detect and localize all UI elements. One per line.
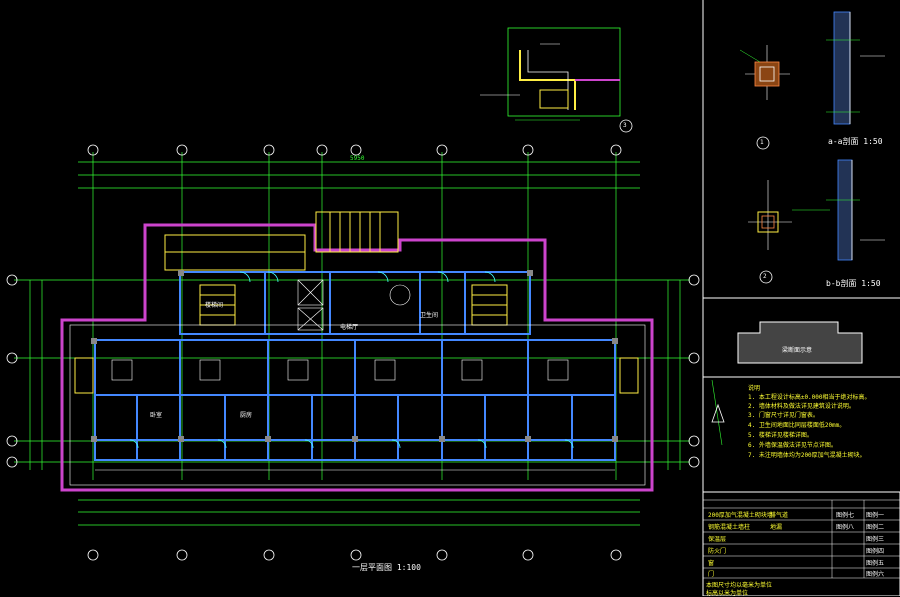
section-a-title: a-a剖面 1:50 bbox=[828, 137, 883, 146]
note-line: 6. 外墙保温做法详见节点详图。 bbox=[748, 442, 837, 449]
notes-block bbox=[711, 379, 725, 446]
room-label-bedroom: 卧室 bbox=[150, 412, 163, 419]
detail-3-drawing bbox=[480, 27, 633, 133]
legend-desc: 窗 bbox=[708, 560, 715, 567]
legend-desc: 保温层 bbox=[708, 536, 727, 543]
note-line: 4. 卫生间地面比同层楼面低20mm。 bbox=[748, 422, 846, 429]
legend-code: 图例七 bbox=[836, 512, 855, 519]
plan-scale-text: 1:100 bbox=[396, 563, 421, 572]
legend-footer: 标高以米为单位 bbox=[706, 590, 749, 597]
legend-code: 图例四 bbox=[866, 548, 885, 555]
detail-3-number: 3 bbox=[623, 122, 627, 129]
overall-dimension: 5950 bbox=[350, 155, 365, 162]
note-line: 1. 本工程设计标高±0.000相当于绝对标高。 bbox=[748, 394, 871, 401]
plan-title: 一层平面图 1:100 bbox=[352, 562, 421, 573]
section-a-drawing bbox=[826, 11, 885, 125]
room-label-kitchen: 厨房 bbox=[240, 412, 253, 419]
legend-desc: 钢筋混凝土墙柱 bbox=[708, 524, 751, 531]
legend-table bbox=[703, 499, 900, 579]
legend-desc: 地漏 bbox=[770, 524, 783, 531]
legend-code: 图例二 bbox=[866, 524, 885, 531]
title-block-frame bbox=[702, 0, 900, 596]
legend-desc: 门 bbox=[708, 571, 715, 578]
detail-2-drawing bbox=[748, 180, 830, 284]
room-label-elevator-hall: 电梯厅 bbox=[340, 324, 359, 331]
legend-code: 图例八 bbox=[836, 524, 855, 531]
legend-code: 图例五 bbox=[866, 560, 885, 567]
beam-section-label: 梁断面示意 bbox=[782, 347, 813, 354]
room-label-toilet: 卫生间 bbox=[420, 312, 439, 319]
note-line: 3. 门窗尺寸详见门窗表。 bbox=[748, 412, 819, 419]
legend-code: 图例三 bbox=[866, 536, 885, 543]
section-b-title: b-b剖面 1:50 bbox=[826, 279, 881, 288]
legend-desc: 200厚加气混凝土砌块墙 bbox=[708, 512, 773, 519]
detail-1-drawing bbox=[739, 45, 790, 150]
room-label-stair-west: 楼梯间 bbox=[205, 302, 224, 309]
notes-heading: 说明 bbox=[748, 385, 761, 392]
legend-footer: 本图尺寸均以毫米为单位 bbox=[706, 582, 773, 589]
note-line: 7. 未注明墙体均为200厚加气混凝土砌块。 bbox=[748, 452, 866, 459]
note-line: 5. 楼梯详见楼梯详图。 bbox=[748, 432, 813, 439]
main-floor-plan bbox=[6, 144, 700, 561]
plan-title-text: 一层平面图 bbox=[352, 563, 392, 572]
section-b-drawing bbox=[826, 159, 885, 261]
note-line: 2. 墙体材料及做法详见建筑设计说明。 bbox=[748, 403, 855, 410]
legend-code: 图例一 bbox=[866, 512, 885, 519]
beam-section-drawing bbox=[737, 321, 863, 364]
detail-2-number: 2 bbox=[763, 273, 767, 280]
detail-1-number: 1 bbox=[760, 139, 764, 146]
legend-code: 图例六 bbox=[866, 571, 885, 578]
legend-desc: 防火门 bbox=[708, 548, 727, 555]
legend-desc: 排气道 bbox=[770, 512, 789, 519]
